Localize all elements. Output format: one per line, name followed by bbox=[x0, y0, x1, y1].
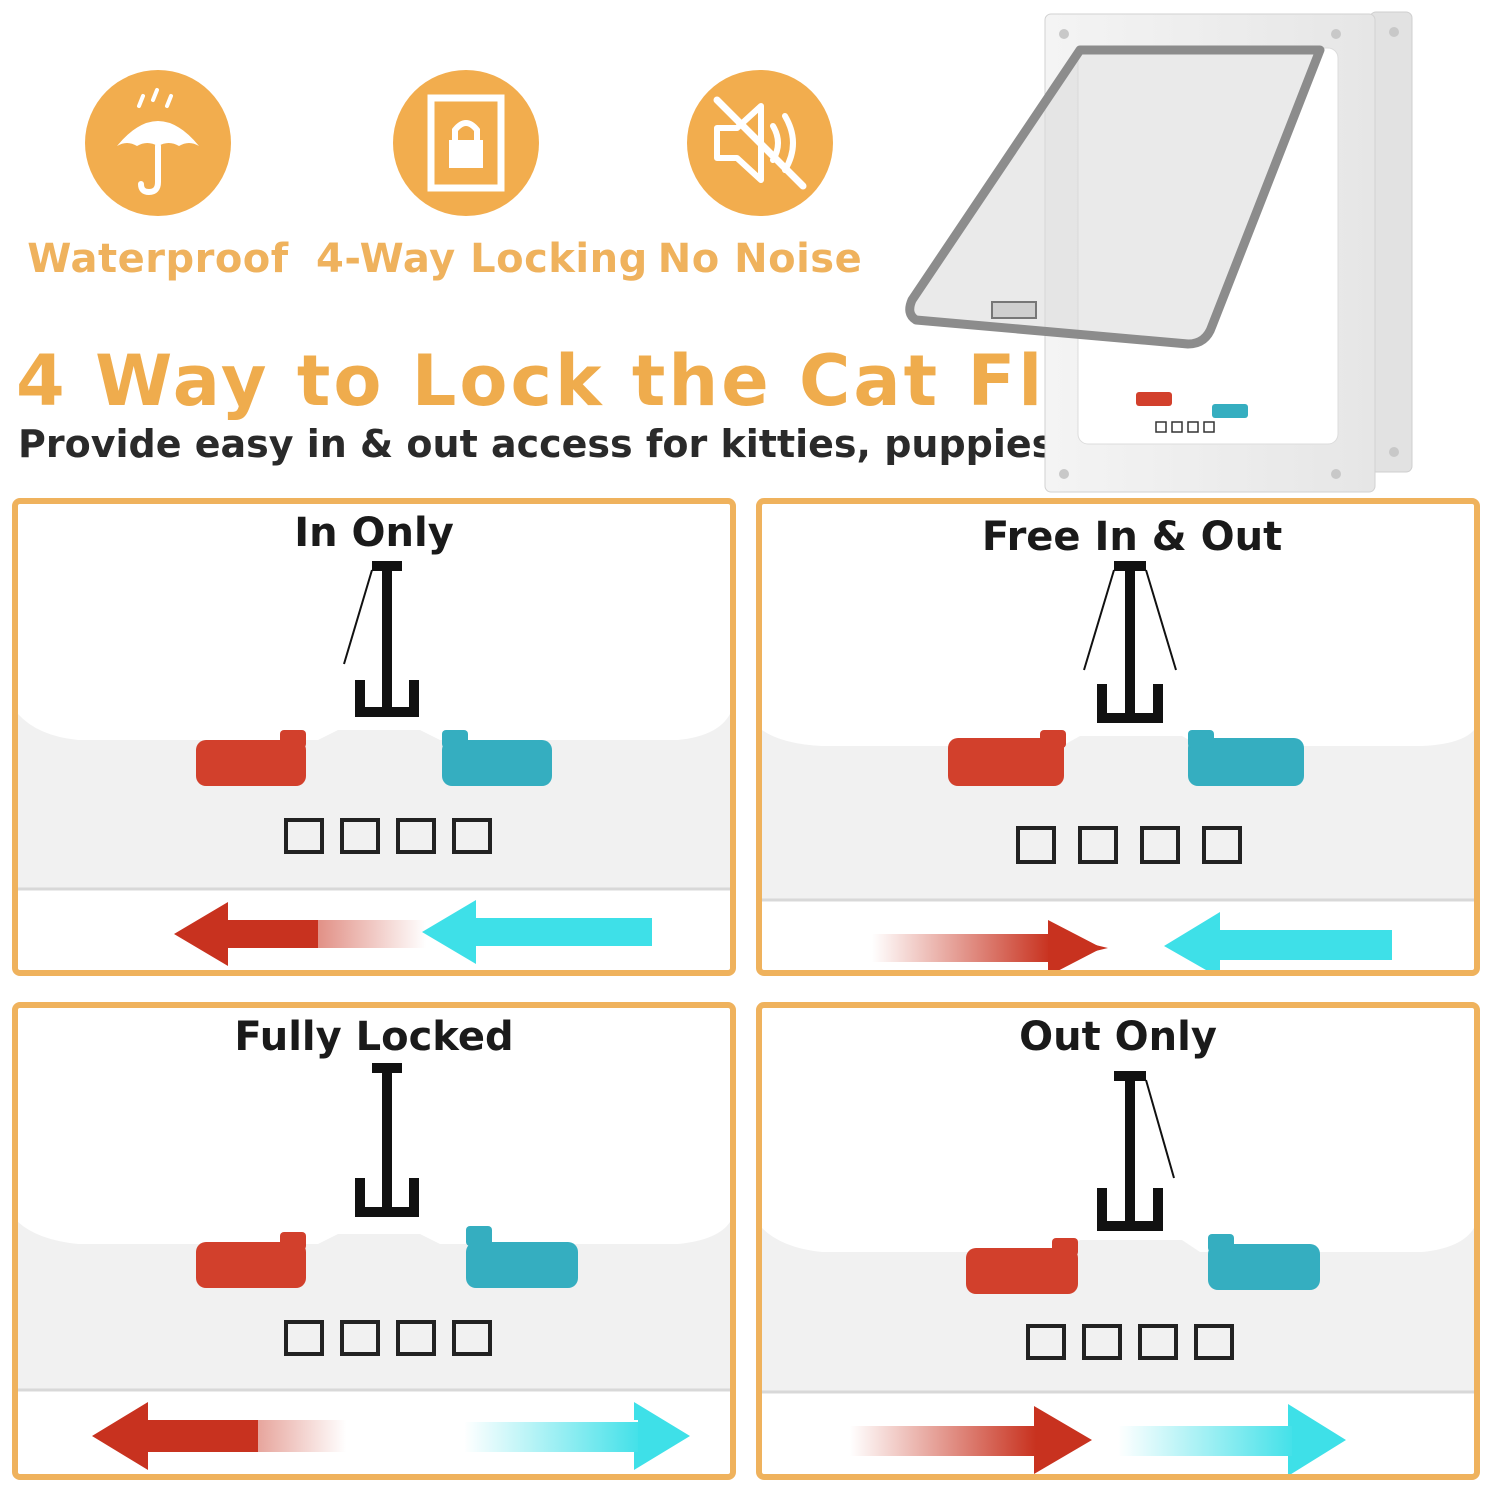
panel-title: Out Only bbox=[1019, 1014, 1217, 1060]
lock-diagram bbox=[18, 561, 730, 966]
mode-panel-out-only: Out Only bbox=[756, 1002, 1480, 1480]
feature-locking: 4-Way Locking bbox=[316, 70, 648, 282]
feature-label: 4-Way Locking bbox=[316, 236, 648, 282]
feature-no-noise: No Noise bbox=[610, 70, 910, 282]
mute-icon bbox=[687, 70, 833, 216]
mode-panel-fully-locked: Fully Locked bbox=[12, 1002, 736, 1480]
mode-panel-in-only: In Only bbox=[12, 498, 736, 976]
panel-title: In Only bbox=[294, 510, 454, 556]
headline: 4 Way to Lock the Cat Flap bbox=[16, 340, 1149, 422]
panel-title: Fully Locked bbox=[234, 1014, 514, 1060]
umbrella-icon bbox=[85, 70, 231, 216]
feature-label: No Noise bbox=[657, 236, 863, 282]
lock-icon bbox=[393, 70, 539, 216]
lock-diagram bbox=[18, 1063, 730, 1470]
feature-waterproof: Waterproof bbox=[8, 70, 308, 282]
lock-diagram bbox=[762, 561, 1474, 970]
mode-panel-free-in-out: Free In & Out bbox=[756, 498, 1480, 976]
subline: Provide easy in & out access for kitties… bbox=[18, 422, 1055, 466]
cat-flap-product-image bbox=[900, 8, 1420, 498]
panel-title: Free In & Out bbox=[981, 514, 1283, 560]
feature-label: Waterproof bbox=[27, 236, 289, 282]
lock-diagram bbox=[762, 1071, 1474, 1474]
